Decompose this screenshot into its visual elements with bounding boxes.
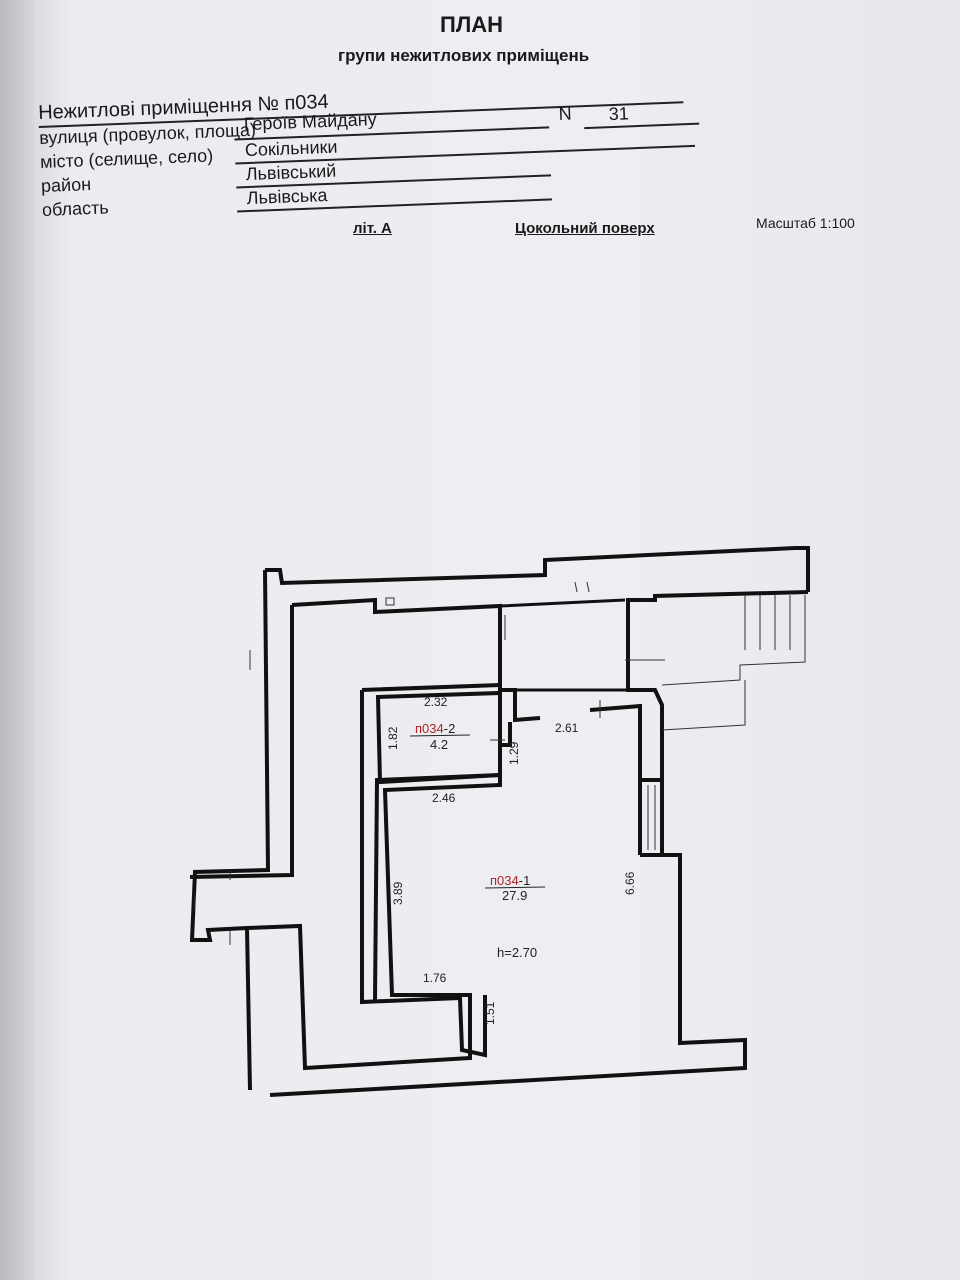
- room-code: п034: [415, 721, 444, 736]
- document-title: ПЛАН: [440, 12, 504, 37]
- outer-wall-left: [189, 569, 271, 1091]
- svg-text:п034-2: п034-2: [415, 721, 455, 736]
- room2-wall: [360, 683, 501, 1058]
- room-area: 27.9: [502, 888, 527, 903]
- document-subtitle: групи нежитлових приміщень: [338, 46, 590, 65]
- stair-wall: [638, 780, 664, 855]
- room2-inner: [375, 690, 502, 785]
- bottom-wall: [269, 853, 747, 1097]
- inner-wall-top: [291, 597, 541, 723]
- dimension: 3.89: [391, 881, 405, 905]
- dimension: 2.46: [432, 791, 456, 805]
- dimension: 1.29: [507, 741, 521, 765]
- room-p034-2: п034-2 4.2: [409, 721, 471, 752]
- inner-wall-left2: [246, 722, 512, 1071]
- outer-wall: [265, 546, 810, 592]
- dimension: 2.32: [424, 695, 448, 709]
- scale-label: Масштаб 1:100: [756, 215, 855, 231]
- stairs-2: [647, 785, 656, 850]
- floor-name: Цокольний поверх: [515, 220, 655, 237]
- svg-text:п034-1: п034-1: [490, 873, 530, 888]
- room-area: 4.2: [430, 737, 448, 752]
- dimension: 2.61: [555, 721, 579, 735]
- inner-wall-left: [189, 605, 294, 879]
- dimension: 1.51: [483, 1001, 497, 1025]
- room-suffix: -1: [519, 873, 531, 888]
- dimension: 6.66: [623, 871, 637, 895]
- room-suffix: -2: [444, 721, 456, 736]
- stairs: [661, 595, 806, 731]
- room-p034-1: п034-1 27.9 h=2.70: [484, 873, 546, 960]
- partition: [499, 598, 628, 692]
- vent-icon: [385, 597, 395, 606]
- room-code: п034: [490, 873, 519, 888]
- dimension: 1.82: [386, 726, 400, 750]
- building-letter: літ. А: [353, 220, 392, 237]
- right-wall: [589, 590, 809, 782]
- room-height: h=2.70: [497, 945, 537, 960]
- dimension: 1.76: [423, 971, 447, 985]
- binding-edge: [0, 0, 34, 1280]
